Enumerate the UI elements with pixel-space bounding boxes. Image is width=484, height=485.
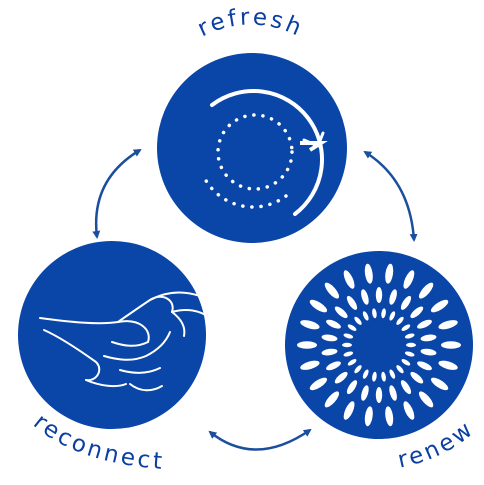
sunburst-ray bbox=[361, 289, 369, 305]
sunburst-ray bbox=[326, 319, 341, 329]
sunburst-ray bbox=[430, 299, 449, 313]
sunburst-ray bbox=[400, 380, 412, 395]
sunburst-ray bbox=[346, 295, 358, 310]
sunburst-ray bbox=[326, 361, 341, 371]
sunburst-ray bbox=[347, 359, 357, 366]
sunburst-ray bbox=[401, 324, 411, 331]
sunburst-ray bbox=[389, 385, 397, 401]
sunburst-ray bbox=[334, 371, 348, 384]
radiating-sunburst-icon bbox=[297, 263, 461, 427]
sunburst-ray bbox=[401, 359, 411, 366]
circular-refresh-arrow-icon bbox=[201, 89, 328, 216]
sunburst-ray bbox=[372, 308, 377, 319]
sunburst-ray bbox=[381, 371, 386, 382]
label-refresh: refresh bbox=[194, 4, 308, 42]
sunburst-ray bbox=[347, 324, 357, 331]
sunburst-ray bbox=[354, 316, 362, 325]
sunburst-ray bbox=[297, 341, 317, 349]
refresh-circle bbox=[157, 53, 347, 243]
sunburst-ray bbox=[400, 295, 412, 310]
sunburst-ray bbox=[300, 360, 320, 370]
sunburst-ray bbox=[418, 391, 434, 408]
sunburst-ray bbox=[385, 406, 394, 427]
sunburst-ray bbox=[362, 311, 369, 321]
sunburst-ray bbox=[354, 365, 362, 374]
sunburst-ray bbox=[438, 320, 458, 330]
sunburst-ray bbox=[418, 282, 434, 299]
sunburst-ray bbox=[334, 306, 348, 319]
sunburst-ray bbox=[420, 334, 437, 342]
sunburst-ray bbox=[343, 270, 355, 289]
sunburst-ray bbox=[346, 380, 358, 395]
sunburst-ray bbox=[321, 348, 338, 356]
arrow-refresh-reconnect bbox=[92, 148, 142, 239]
sunburst-ray bbox=[417, 319, 432, 329]
sunburst-ray bbox=[410, 371, 424, 384]
sunburst-ray bbox=[389, 289, 397, 305]
sunburst-ray bbox=[364, 263, 373, 284]
sunburst-ray bbox=[438, 360, 458, 370]
sunburst-ray bbox=[364, 406, 373, 427]
sunburst-ray bbox=[381, 308, 386, 319]
sunburst-ray bbox=[441, 341, 461, 349]
sunburst-ray bbox=[403, 401, 415, 420]
sunburst-ray bbox=[343, 333, 354, 339]
sunburst-ray bbox=[309, 377, 328, 391]
sunburst-ray bbox=[430, 377, 449, 391]
sunburst-ray bbox=[342, 342, 352, 348]
sunburst-ray bbox=[361, 385, 369, 401]
holding-hands-icon bbox=[39, 291, 211, 392]
sunburst-ray bbox=[385, 263, 394, 284]
sunburst-ray bbox=[420, 348, 437, 356]
sunburst-ray bbox=[321, 334, 338, 342]
sunburst-ray bbox=[375, 387, 383, 403]
sunburst-ray bbox=[389, 311, 396, 321]
sunburst-ray bbox=[396, 365, 404, 374]
sunburst-ray bbox=[343, 401, 355, 420]
sunburst-ray bbox=[343, 351, 354, 357]
arrow-reconnect-renew bbox=[208, 428, 312, 451]
arrow-refresh-renew bbox=[363, 150, 418, 242]
sunburst-ray bbox=[300, 320, 320, 330]
sunburst-ray bbox=[404, 333, 415, 339]
sunburst-ray bbox=[309, 299, 328, 313]
sunburst-ray bbox=[324, 391, 340, 408]
sunburst-ray bbox=[403, 270, 415, 289]
sunburst-ray bbox=[410, 306, 424, 319]
sunburst-ray bbox=[404, 351, 415, 357]
reconnect-circle bbox=[18, 241, 206, 429]
sunburst-ray bbox=[375, 287, 383, 303]
sunburst-ray bbox=[389, 369, 396, 379]
sunburst-ray bbox=[396, 316, 404, 325]
sunburst-ray bbox=[417, 361, 432, 371]
renew-circle bbox=[285, 251, 473, 439]
sunburst-ray bbox=[406, 342, 416, 348]
sunburst-ray bbox=[362, 369, 369, 379]
sunburst-ray bbox=[372, 371, 377, 382]
sunburst-ray bbox=[324, 282, 340, 299]
